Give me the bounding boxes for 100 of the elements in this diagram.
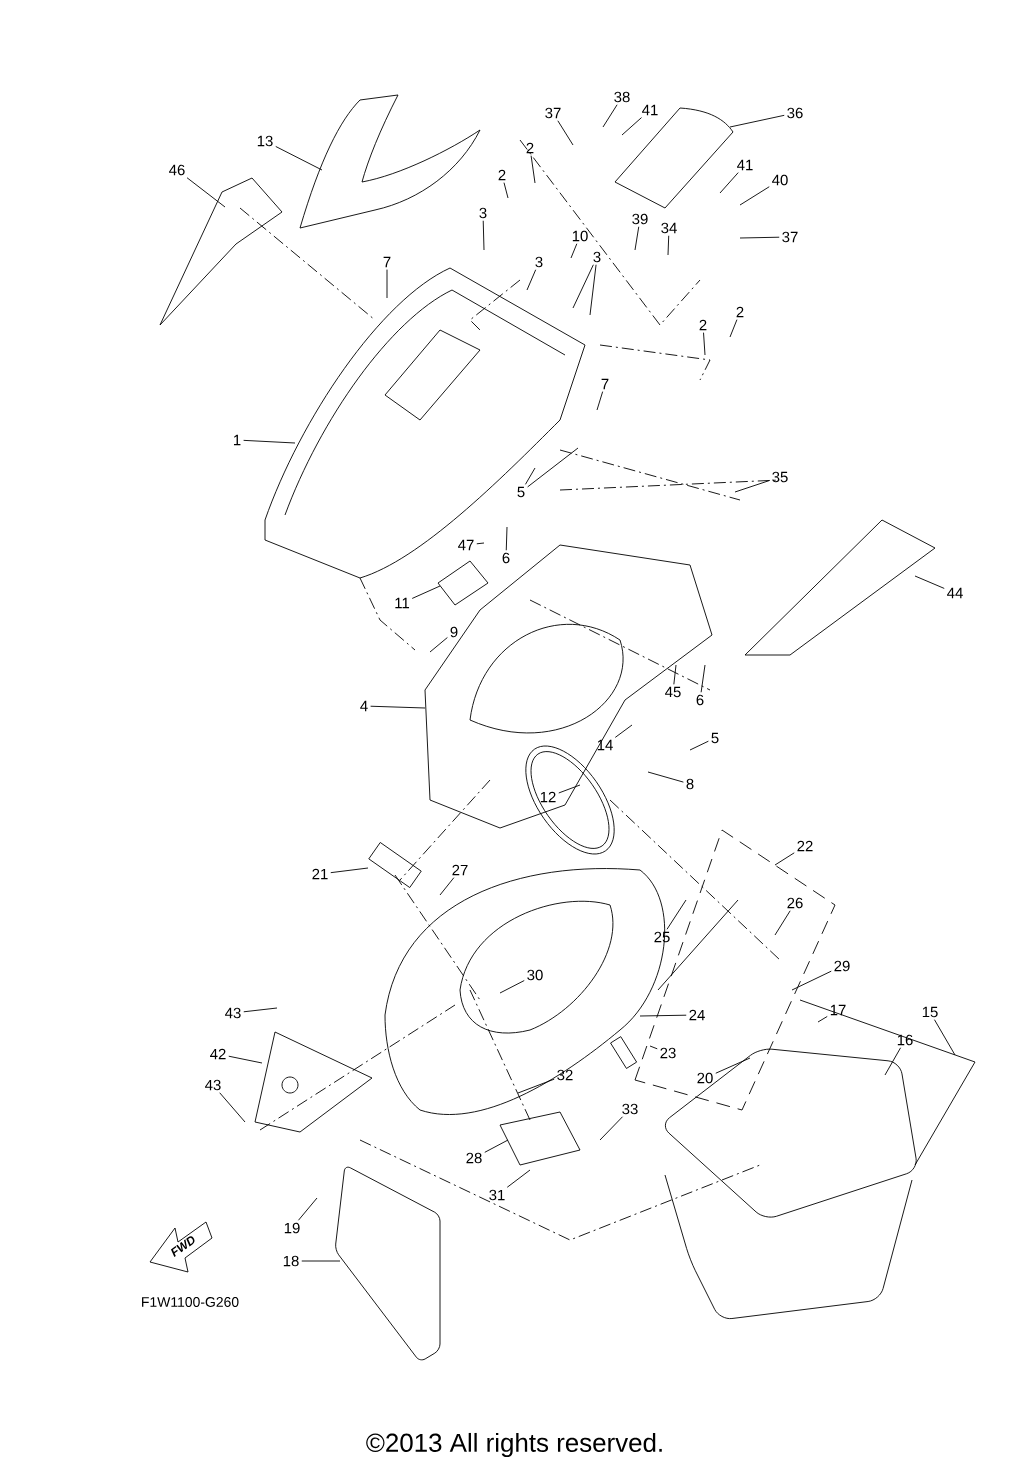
leader-line [602, 104, 618, 128]
leader-line [914, 575, 945, 589]
callout-number: 15 [922, 1006, 938, 1018]
callout-number: 22 [797, 840, 813, 852]
leader-line [526, 269, 537, 291]
callout-number: 2 [699, 319, 707, 331]
leader-line [557, 120, 574, 146]
leader-line [506, 1169, 531, 1188]
leader-line [330, 867, 369, 874]
callout-number: 40 [772, 174, 788, 186]
drawing-number: F1W1100-G260 [142, 1297, 239, 1307]
leader-line [476, 542, 485, 545]
leader-line [774, 910, 791, 936]
leader-line [647, 771, 684, 783]
callout-number: 24 [689, 1009, 705, 1021]
leader-line [729, 114, 785, 128]
leader-line [884, 1047, 902, 1076]
leader-line [186, 177, 226, 208]
leader-line [503, 182, 509, 199]
callout-number: 27 [452, 864, 468, 876]
leader-line [411, 585, 441, 599]
leader-line [667, 235, 670, 256]
callout-number: 46 [169, 164, 185, 176]
callout-number: 2 [498, 169, 506, 181]
leader-line [639, 1014, 687, 1017]
callout-number: 23 [660, 1047, 676, 1059]
callout-number: 34 [661, 222, 677, 234]
leader-line [739, 186, 770, 206]
callout-number: 10 [572, 230, 588, 242]
callout-number: 5 [711, 732, 719, 744]
callout-number: 29 [834, 960, 850, 972]
leader-line [570, 243, 578, 259]
callout-number: 2 [736, 306, 744, 318]
callout-number: 43 [205, 1079, 221, 1091]
callout-number: 16 [897, 1034, 913, 1046]
callout-number: 17 [830, 1004, 846, 1016]
leader-line [558, 784, 581, 794]
callout-number: 33 [622, 1103, 638, 1115]
leader-line [499, 980, 525, 994]
callout-number: 37 [545, 107, 561, 119]
leader-line [634, 226, 640, 251]
callout-number: 37 [782, 231, 798, 243]
callout-number: 7 [383, 256, 391, 268]
callout-number: 20 [697, 1072, 713, 1084]
leader-line [715, 1057, 751, 1074]
callout-number: 42 [210, 1048, 226, 1060]
callout-number: 26 [787, 897, 803, 909]
callout-number: 1 [234, 434, 241, 446]
leader-line [439, 877, 455, 896]
leader-line [666, 899, 687, 930]
callout-number: 38 [614, 91, 630, 103]
callout-number: 45 [665, 686, 681, 698]
callout-number: 31 [489, 1189, 505, 1201]
copyright-notice: ©2013 All rights reserved. [366, 1432, 662, 1458]
callout-number: 30 [527, 969, 543, 981]
callout-number: 11 [395, 597, 410, 609]
leader-line [525, 467, 536, 485]
callout-number: 21 [312, 868, 328, 880]
leader-line [719, 172, 739, 194]
leader-line [301, 1260, 341, 1262]
leader-line [596, 391, 604, 411]
callout-number: 8 [686, 778, 694, 790]
callout-number: 2 [526, 142, 534, 154]
callout-number: 7 [601, 378, 609, 390]
callout-number: 13 [257, 135, 273, 147]
callout-number: 35 [772, 471, 788, 483]
leader-line [817, 1016, 828, 1023]
callout-number: 6 [502, 552, 510, 564]
leader-line [482, 220, 485, 251]
leader-line [621, 117, 642, 136]
callout-number: 41 [642, 104, 658, 116]
callout-number: 9 [450, 626, 458, 638]
callout-number: 3 [593, 251, 601, 263]
leader-line [370, 705, 426, 709]
leader-line [729, 319, 738, 338]
leader-line [649, 1045, 658, 1050]
callout-number: 12 [540, 791, 556, 803]
leader-line [517, 1078, 555, 1094]
callout-number: 28 [466, 1152, 482, 1164]
leader-line [275, 146, 323, 171]
leader-line [298, 1197, 318, 1221]
leader-line [700, 664, 706, 693]
callout-number: 6 [696, 694, 704, 706]
leader-line [572, 264, 594, 309]
callout-number: 41 [737, 159, 753, 171]
leader-line [673, 664, 677, 685]
leader-line [527, 447, 579, 488]
leader-line [219, 1092, 246, 1123]
leader-line [614, 724, 633, 738]
callout-number: 32 [557, 1069, 573, 1081]
leader-line [739, 236, 780, 239]
callout-number: 3 [535, 256, 543, 268]
callout-number: 4 [360, 700, 368, 712]
callout-number: 18 [283, 1255, 299, 1267]
callout-number: 5 [517, 486, 525, 498]
leader-line [703, 332, 706, 356]
callout-number: 39 [632, 213, 648, 225]
leader-line [243, 439, 296, 444]
leader-line [386, 269, 388, 299]
leader-line [243, 1007, 278, 1013]
